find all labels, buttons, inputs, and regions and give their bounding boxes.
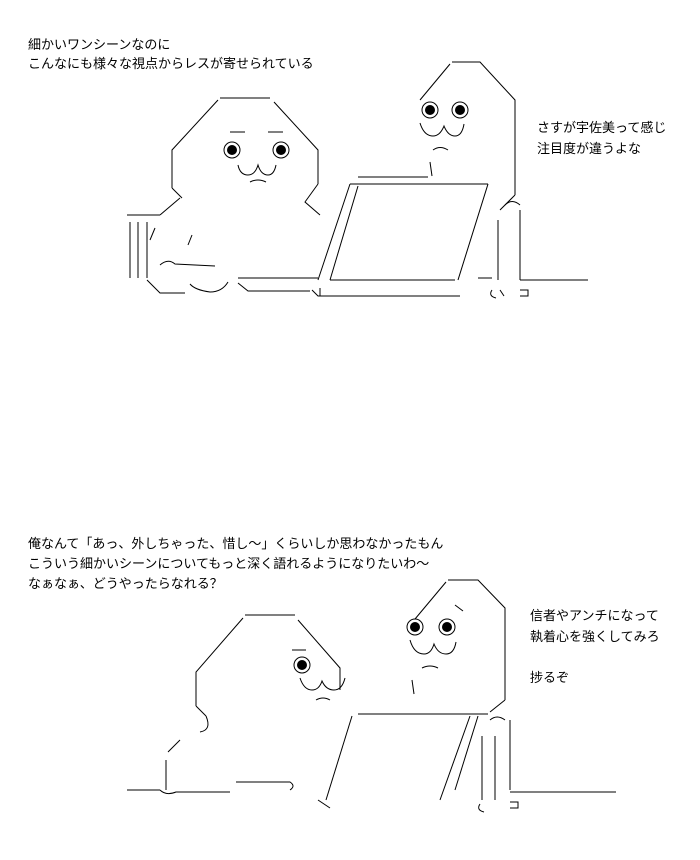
panel2-narration-line-2: こういう細かいシーンについてもっと深く語れるようになりたいわ〜: [28, 557, 430, 572]
laptop-panel2: [325, 713, 488, 801]
laptop: [238, 176, 489, 297]
panel1-narration-line-1: 細かいワンシーンなのに: [28, 38, 171, 53]
panel1-narration-line-2: こんなにも様々な視点からレスが寄せられている: [28, 57, 314, 72]
panel2-speech-line-4: 捗るぞ: [530, 671, 570, 686]
panel2-narration-line-3: なぁなぁ、どうやったらなれる？: [28, 577, 223, 592]
left-character: [127, 97, 321, 294]
panel1-speech-line-2: 注目度が違うよな: [537, 142, 642, 157]
right-character: [419, 61, 588, 299]
panel2-narration-line-1: 俺なんて「あっ、外しちゃった、惜し〜」くらいしか思わなかったもん: [28, 537, 444, 552]
panel2-speech-line-2: 執着心を強くしてみろ: [530, 630, 660, 645]
panel2-speech-line-1: 信者やアンチになって: [530, 609, 659, 624]
right-character-panel2: [406, 579, 616, 813]
left-character-panel2: [127, 614, 346, 809]
panel1-speech-line-1: さすが宇佐美って感じ: [537, 121, 667, 136]
